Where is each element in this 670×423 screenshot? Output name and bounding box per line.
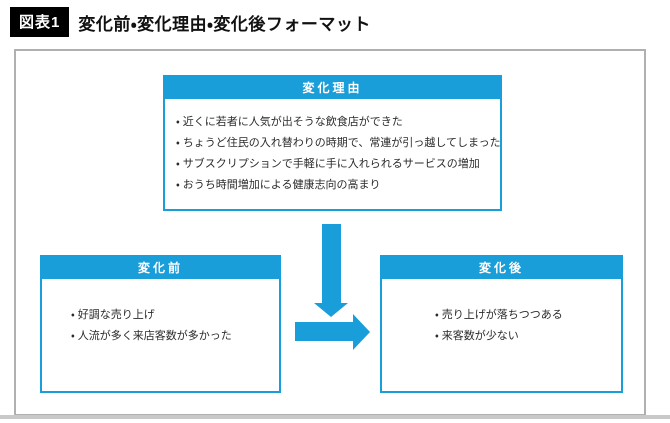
bullet-item: ・ 売り上げが落ちつつある bbox=[435, 309, 563, 321]
reason-box: 変化理由 ・ 近くに若者に人気が出そうな飲食店ができた・ ちょうど住民の入れ替わ… bbox=[163, 75, 502, 211]
figure-header: 図表1 変化前・変化理由・変化後フォーマット bbox=[10, 7, 371, 37]
after-box-body: ・ 売り上げが落ちつつある・ 来客数が少ない bbox=[382, 279, 621, 347]
before-box: 変化前 ・ 好調な売り上げ・ 人流が多く来店客数が多かった bbox=[40, 255, 281, 393]
figure-number-badge: 図表1 bbox=[10, 7, 70, 37]
bullet-item: ・ 人流が多く来店客数が多かった bbox=[71, 330, 232, 342]
bottom-divider bbox=[0, 415, 670, 419]
right-arrow-icon bbox=[295, 322, 354, 341]
down-arrow-icon bbox=[322, 224, 341, 304]
bullet-item: ・ おうち時間増加による健康志向の高まり bbox=[176, 179, 381, 191]
after-box-header: 変化後 bbox=[382, 257, 621, 279]
before-box-body: ・ 好調な売り上げ・ 人流が多く来店客数が多かった bbox=[42, 279, 279, 347]
bullet-item: ・ 来客数が少ない bbox=[435, 330, 519, 342]
after-box: 変化後 ・ 売り上げが落ちつつある・ 来客数が少ない bbox=[380, 255, 623, 393]
reason-box-body: ・ 近くに若者に人気が出そうな飲食店ができた・ ちょうど住民の入れ替わりの時期で… bbox=[165, 99, 501, 196]
bullet-item: ・ 好調な売り上げ bbox=[71, 309, 155, 321]
bullet-item: ・ サブスクリプションで手軽に手に入れられるサービスの増加 bbox=[176, 158, 480, 170]
down-arrow-head-icon bbox=[314, 303, 348, 317]
figure-title: 変化前・変化理由・変化後フォーマット bbox=[78, 14, 371, 34]
right-arrow-head-icon bbox=[353, 314, 370, 350]
bullet-item: ・ 近くに若者に人気が出そうな飲食店ができた bbox=[176, 116, 403, 128]
reason-box-header: 変化理由 bbox=[165, 77, 500, 99]
bullet-item: ・ ちょうど住民の入れ替わりの時期で、常連が引っ越してしまった bbox=[176, 137, 501, 149]
before-box-header: 変化前 bbox=[42, 257, 279, 279]
